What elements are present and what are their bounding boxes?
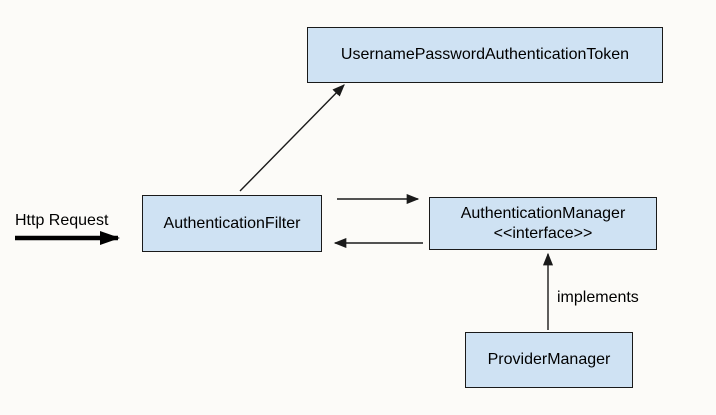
authentication-filter-label: AuthenticationFilter <box>163 214 301 232</box>
authentication-filter-box: AuthenticationFilter <box>142 195 322 252</box>
http-request-label: Http Request <box>15 212 109 229</box>
authentication-manager-box: AuthenticationManager <<interface>> <box>429 197 657 250</box>
filter-to-token-arrow <box>239 84 345 192</box>
provider-manager-label: ProviderManager <box>487 351 611 368</box>
authentication-manager-label: AuthenticationManager <box>460 204 626 222</box>
provider-manager-box: ProviderManager <box>465 332 633 388</box>
username-password-authentication-token-box: UsernamePasswordAuthenticationToken <box>307 27 663 83</box>
username-password-authentication-token-label: UsernamePasswordAuthenticationToken <box>340 46 630 63</box>
implements-label: implements <box>557 289 639 306</box>
authentication-manager-stereotype: <<interface>> <box>493 224 593 242</box>
